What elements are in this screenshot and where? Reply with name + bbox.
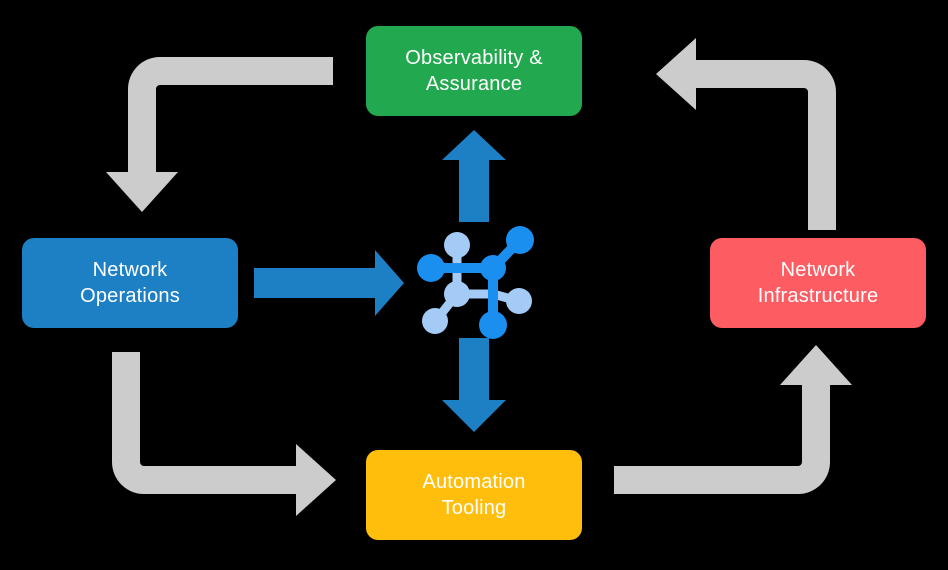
arrow-observability-to-network-operations bbox=[106, 57, 333, 212]
node-observability-assurance-label: Observability & Assurance bbox=[405, 47, 543, 95]
network-topology-icon bbox=[417, 226, 534, 339]
arrow-automation-tooling-to-network-infrastructure bbox=[614, 345, 852, 494]
arrow-center-to-observability bbox=[442, 130, 506, 222]
node-network-infrastructure-label: Network Infrastructure bbox=[757, 259, 879, 307]
node-network-infrastructure[interactable]: Network Infrastructure bbox=[710, 238, 926, 328]
topology-nodes-secondary bbox=[422, 232, 532, 334]
arrow-center-to-automation-tooling bbox=[442, 338, 506, 432]
node-network-operations[interactable]: Network Operations bbox=[22, 238, 238, 328]
arrow-network-operations-to-automation-tooling bbox=[112, 352, 336, 516]
arrow-network-infrastructure-to-observability bbox=[656, 38, 836, 230]
node-automation-tooling-label: Automation Tooling bbox=[422, 471, 526, 519]
topology-nodes-primary bbox=[417, 226, 534, 339]
arrow-network-operations-to-center bbox=[254, 250, 404, 316]
node-observability-assurance[interactable]: Observability & Assurance bbox=[366, 26, 582, 116]
node-automation-tooling[interactable]: Automation Tooling bbox=[366, 450, 582, 540]
node-network-operations-label: Network Operations bbox=[80, 259, 180, 307]
